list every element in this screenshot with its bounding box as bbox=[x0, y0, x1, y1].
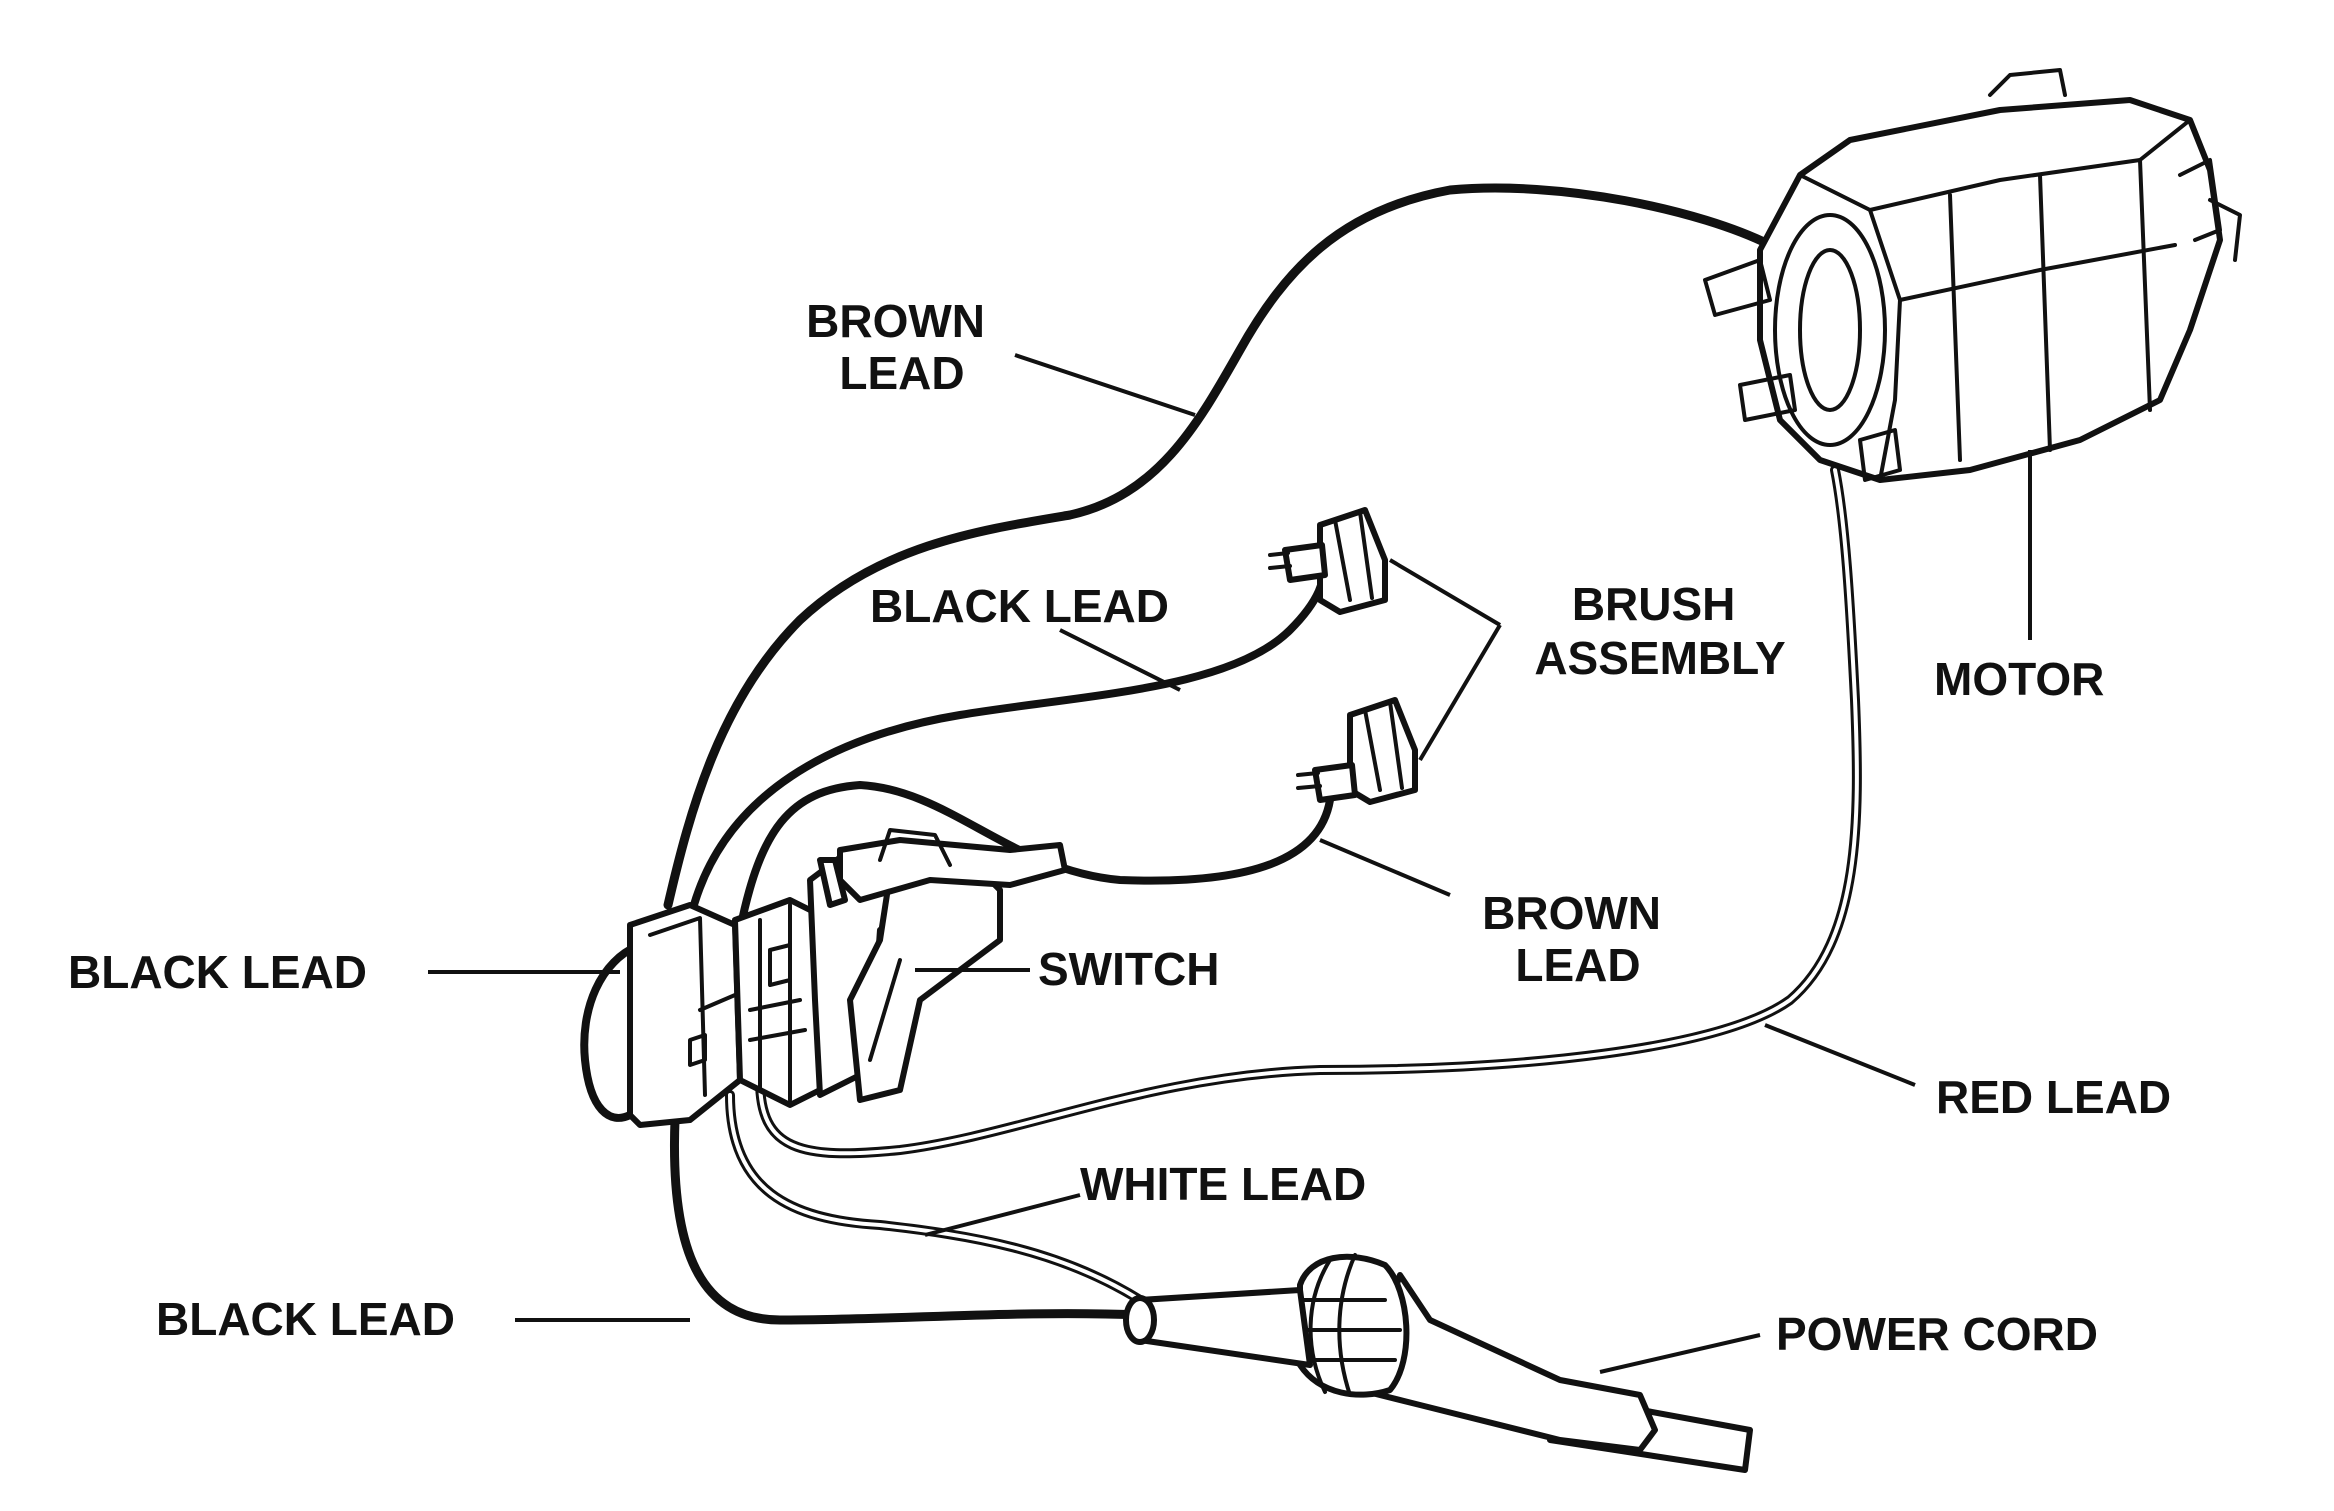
label-motor: MOTOR bbox=[1934, 653, 2104, 705]
black-lead-wire-bottom bbox=[669, 1115, 1145, 1325]
leader-red-lead bbox=[1764, 1023, 1916, 1087]
leader-brush-upper bbox=[1388, 558, 1502, 627]
label-red-lead: RED LEAD bbox=[1936, 1071, 2171, 1123]
leader-power-cord bbox=[1599, 1333, 1761, 1374]
red-lead-wire-inner bbox=[758, 468, 1859, 1156]
label-black-lead-upper: BLACK LEAD bbox=[870, 580, 1169, 632]
brush-assembly-upper bbox=[1268, 507, 1388, 615]
motor bbox=[1703, 68, 2242, 483]
switch bbox=[627, 828, 1068, 1128]
label-brush-assembly: BRUSH ASSEMBLY bbox=[1534, 578, 1785, 684]
black-lead-wire-upper bbox=[686, 556, 1329, 924]
label-white-lead: WHITE LEAD bbox=[1080, 1158, 1366, 1210]
label-switch: SWITCH bbox=[1038, 943, 1219, 995]
white-lead-wire-inner bbox=[728, 1093, 1142, 1302]
leader-brush-lower bbox=[1418, 623, 1502, 762]
label-brown-lead-lower: BROWN LEAD bbox=[1482, 887, 1674, 991]
leader-brown-lead-lower bbox=[1319, 838, 1451, 897]
brush-assembly-lower bbox=[1296, 697, 1418, 805]
leader-brown-lead-top bbox=[1014, 353, 1196, 417]
brown-lead-wire-top bbox=[663, 183, 1775, 910]
power-cord bbox=[1123, 1253, 1753, 1473]
label-power-cord: POWER CORD bbox=[1776, 1308, 2098, 1360]
label-black-lead-left: BLACK LEAD bbox=[68, 946, 367, 998]
leader-black-lead-upper bbox=[1059, 628, 1181, 692]
label-black-lead-bottom: BLACK LEAD bbox=[156, 1293, 455, 1345]
black-lead-wire-left-loop bbox=[580, 941, 644, 1122]
leader-white-lead bbox=[924, 1193, 1081, 1237]
label-brown-lead-top: BROWN LEAD bbox=[806, 295, 998, 399]
